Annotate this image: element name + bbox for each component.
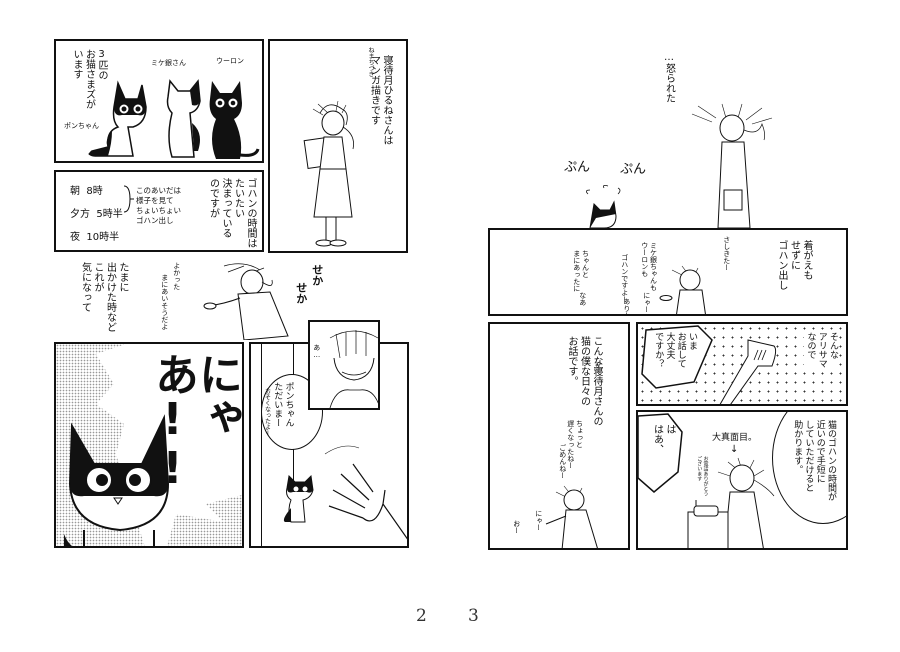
speech-nyaa-2: にゃー [534, 510, 543, 531]
narration-meal-times: ゴハンの時間は たいたい 決まっている のですが [207, 178, 257, 248]
panel-story-intro: こんな寝待月さんの 猫の僕な日々の お話です。 しもべ ちょっと 遅くなったねー… [488, 322, 630, 550]
cat-mikegin-icon [166, 79, 201, 158]
right-page: …怒られた ぷん ぷん 着がえも せずに ゴハン出し さしきたー ミケ銀ちゃんも… [450, 0, 900, 652]
narration-arisama: そんな アリサマ なので [804, 332, 838, 368]
schedule-night-time: 10時半 [86, 232, 120, 243]
panel-three-cats: 3匹の お猫さまズが います ポンちゃん ミケ銀さん ウーロン [54, 39, 264, 163]
speech-chanto-maniatta: ちゃんと まにあったに [572, 250, 590, 292]
waving-hand-icon [324, 445, 407, 540]
speech-naa: なあ [578, 292, 587, 306]
panel-scolded: …怒られた ぷん ぷん [480, 38, 850, 228]
panel-hurrying-home: たまに 出かけた時など これが 気になって よかった まにあいそうだよ せか せ… [54, 256, 410, 340]
author-on-phone-icon [687, 457, 775, 548]
sfx-pun-2: ぷん [620, 162, 647, 177]
furigana-shimobe: しもべ [594, 358, 600, 373]
narration-three-cats: 3匹の お猫さまズが います [71, 49, 107, 109]
door-frame-line [261, 344, 262, 546]
narration-story-intro: こんな寝待月さんの 猫の僕な日々の お話です。 [566, 336, 602, 426]
narration-worried: たまに 出かけた時など これが 気になって [79, 262, 129, 332]
speech-sashikita: さしきたー [722, 236, 731, 271]
label-oolong: ウーロン [216, 57, 244, 65]
phone-speech-daijoubu: いま お話して 大丈夫 ですか？ [653, 332, 697, 368]
speech-osokunatta-ne: ちょっと 遅くなったねー [566, 420, 584, 469]
schedule-note: このあいだは 様子を見て ちょいちょい ゴハン出し [136, 186, 181, 226]
panel-phone-call: いま お話して 大丈夫 ですか？ そんな アリサマ なので [636, 322, 848, 406]
small-cat-icon [283, 474, 314, 523]
panel-meal-schedule: 朝 8時 夕方 5時半 夜 10時半 このあいだは 様子を見て ちょいちょい ゴ… [54, 170, 264, 252]
sfx-pun-1: ぷん [564, 160, 591, 175]
speech-arii: ありー [622, 298, 631, 316]
cat-oolong-icon [209, 81, 260, 159]
speech-maniaisou: まにあいそうだよ [160, 274, 169, 330]
speech-oo: おー [512, 520, 521, 534]
cat-pon-chan-icon [88, 80, 147, 157]
page-number-left: 2 [416, 606, 427, 626]
speech-bubble-haa [638, 413, 683, 493]
label-pon-chan: ポンちゃん [64, 122, 99, 130]
aside-ah: あ… [312, 344, 321, 359]
schedule-night-label: 夜 [70, 232, 80, 243]
sfx-seka-2: せか [294, 282, 308, 304]
speech-bubble-polygon [641, 325, 713, 389]
speech-mikegin-oolong: ミケ銀ちゃんも ウーロンも [640, 242, 658, 291]
angry-small-cat-icon [586, 184, 621, 228]
reply-haa: は はあ、 [651, 424, 676, 454]
schedule-evening-label: 夕方 [70, 209, 90, 220]
page-number-right: 3 [468, 606, 479, 626]
standing-author-icon [691, 103, 773, 228]
running-author-icon [203, 263, 289, 340]
panel-feeding: 着がえも せずに ゴハン出し さしきたー ミケ銀ちゃんも ウーロンも ゴハンです… [488, 228, 848, 316]
panel-nyaa-cat: にゃあ!! [54, 342, 244, 548]
feeding-author-icon [659, 265, 706, 314]
sfx-seka-1: せか [310, 264, 324, 286]
label-mikegin-san: ミケ銀さん [151, 59, 186, 67]
schedule-evening-time: 5時半 [96, 209, 123, 220]
speech-osokunatta: おそくなったよー [263, 388, 271, 436]
label-oomajime: 大真面目。 [712, 433, 758, 443]
speech-pon-chan-tadaima: ポンちゃん ただいまー [272, 382, 294, 427]
arrow-down-icon: ↓ [730, 444, 739, 455]
speech-small-yokatta: よかった [172, 262, 181, 290]
brace-icon [123, 185, 134, 213]
narration-okorareta: …怒られた [663, 52, 675, 103]
phone-speech-tebayaku: 猫のゴハンの時間が 近いので手短に していただけると 助かります。 [792, 420, 836, 501]
schedule-morning-time: 8時 [86, 186, 103, 197]
feeding-author-icon-2 [545, 485, 598, 548]
schedule-morning-label: 朝 [70, 186, 80, 197]
phone-handset-icon [719, 339, 777, 404]
angry-cat-face-icon [64, 414, 170, 546]
author-figure-icon [303, 100, 354, 247]
panel-serious-reply: は はあ、 大真面目。 ↓ お電話ありがとう ございます 猫のゴハンの時間が 近… [636, 410, 848, 550]
aside-odenwa: お電話ありがとう ございます [696, 456, 709, 496]
speech-gomenne: ごめんねー [558, 444, 567, 479]
narration-author: 寝待月ひるねさんは マンガ描きです [368, 55, 393, 145]
panel-inset-face: あ… [308, 320, 380, 410]
narration-kigaemo: 着がえも せずに ゴハン出し [776, 240, 812, 290]
schedule-night: 夜 10時半 [70, 228, 119, 243]
panel-author-intro: ねまちづき 寝待月ひるねさんは マンガ描きです [268, 39, 408, 253]
furigana-nemachizuki: ねまちづき [367, 47, 374, 77]
schedule-evening: 夕方 5時半 [70, 205, 123, 220]
schedule-morning: 朝 8時 [70, 182, 103, 197]
speech-nyaa: にゃー [642, 292, 651, 313]
smiling-face-icon [329, 330, 378, 408]
left-page: 3匹の お猫さまズが います ポンちゃん ミケ銀さん ウーロン 朝 8時 夕方 [54, 39, 410, 548]
speech-gohan-desuyo: ゴハンですよー [620, 254, 629, 303]
